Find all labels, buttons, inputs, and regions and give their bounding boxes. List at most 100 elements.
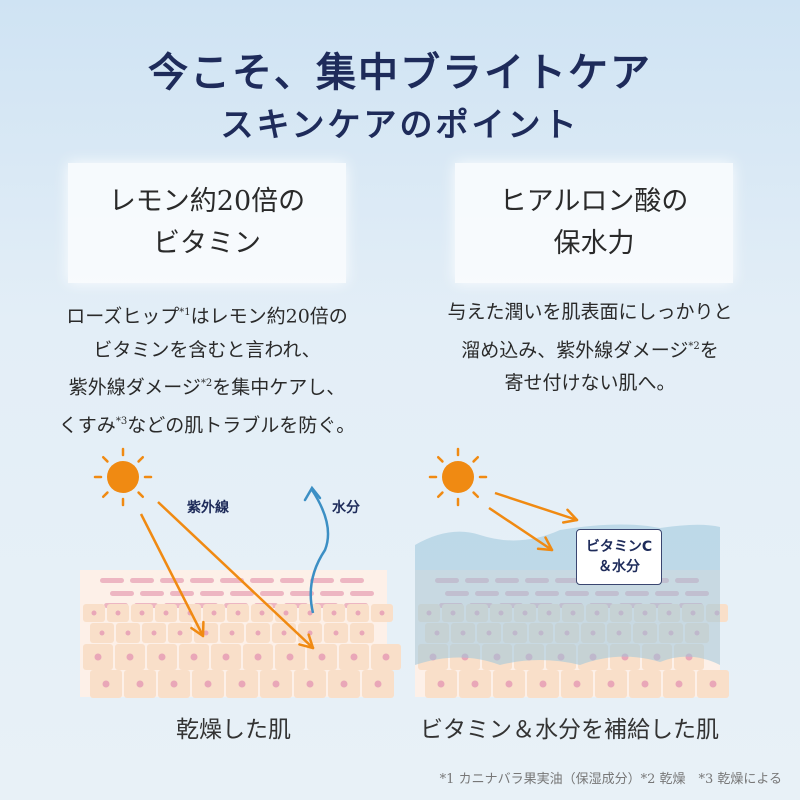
stratum-cell — [130, 578, 154, 583]
vitamin-water-badge: ビタミンC＆水分 — [576, 529, 662, 585]
cell-nucleus — [126, 653, 134, 661]
stratum-cell — [280, 578, 304, 583]
cell-nucleus — [505, 680, 513, 688]
cell-nucleus — [379, 610, 385, 616]
cell-nucleus — [125, 630, 131, 636]
cell-nucleus — [539, 680, 547, 688]
cell-nucleus — [158, 653, 166, 661]
cell-nucleus — [350, 653, 358, 661]
sun-icon — [107, 461, 139, 493]
point-box-hyaluronic: ヒアルロン酸の 保水力 — [455, 163, 733, 283]
uv-arrow — [139, 513, 205, 637]
sub-title: スキンケアのポイント — [220, 105, 580, 144]
cell-nucleus — [272, 680, 280, 688]
sun-ray — [101, 455, 109, 463]
cell-nucleus — [437, 680, 445, 688]
water-evaporation-arrow — [309, 489, 330, 614]
stratum-cell — [260, 591, 284, 596]
stratum-cell — [190, 578, 214, 583]
point-description-hyaluronic: 与えた潤いを肌表面にしっかりと 溜め込み、紫外線ダメージ*2を 寄せ付けない肌へ… — [447, 301, 733, 395]
cell-nucleus — [235, 610, 241, 616]
cell-nucleus — [709, 680, 717, 688]
cell-nucleus — [163, 610, 169, 616]
dry-skin-caption: 乾燥した肌 — [176, 717, 291, 743]
sun-ray — [137, 455, 145, 463]
cell-nucleus — [102, 680, 110, 688]
stratum-cell — [160, 578, 184, 583]
stratum-cell — [220, 578, 244, 583]
cell-nucleus — [281, 630, 287, 636]
stratum-cell — [140, 591, 164, 596]
cell-nucleus — [94, 653, 102, 661]
cell-nucleus — [306, 680, 314, 688]
uv-arrow-head — [566, 508, 579, 522]
cell-nucleus — [190, 653, 198, 661]
stratum-cell — [200, 591, 224, 596]
cell-nucleus — [99, 630, 105, 636]
sun-icon — [442, 461, 474, 493]
moisture-layer — [415, 524, 720, 665]
uv-arrow-head — [298, 643, 315, 650]
cell-nucleus — [151, 630, 157, 636]
uv-arrow-head — [544, 536, 554, 552]
water-arrow-head — [303, 485, 322, 502]
cell-nucleus — [573, 680, 581, 688]
cell-nucleus — [331, 610, 337, 616]
cell-nucleus — [675, 680, 683, 688]
point-box-vitamin: レモン約20倍の ビタミン — [68, 163, 346, 283]
cell-nucleus — [607, 680, 615, 688]
cell-nucleus — [340, 680, 348, 688]
cell-nucleus — [471, 680, 479, 688]
point-description-vitamin: ローズヒップ*1はレモン約20倍の ビタミンを含むと言われ、 紫外線ダメージ*2… — [58, 305, 356, 437]
cell-nucleus — [359, 630, 365, 636]
uv-arrow-head — [190, 626, 205, 638]
main-title: 今こそ、集中ブライトケア — [148, 49, 652, 96]
cell-nucleus — [333, 630, 339, 636]
cell-nucleus — [255, 630, 261, 636]
stratum-cell — [310, 578, 334, 583]
cell-nucleus — [211, 610, 217, 616]
hydrated-skin-caption: ビタミン＆水分を補給した肌 — [420, 717, 719, 743]
cell-nucleus — [355, 610, 361, 616]
cell-nucleus — [283, 610, 289, 616]
cell-nucleus — [139, 610, 145, 616]
uv-arrow — [157, 501, 314, 649]
cell-nucleus — [286, 653, 294, 661]
sun-ray — [472, 455, 480, 463]
sun-ray — [472, 491, 480, 499]
cell-nucleus — [641, 680, 649, 688]
sun-ray — [101, 491, 109, 499]
point-heading: レモン約20倍の — [108, 186, 306, 217]
cell-nucleus — [91, 610, 97, 616]
uv-arrow-head — [307, 633, 315, 650]
uv-label: 紫外線 — [187, 500, 229, 516]
footnote: *1 カニナバラ果実油（保湿成分）*2 乾燥 *3 乾燥による — [439, 772, 782, 787]
cell-nucleus — [238, 680, 246, 688]
cell-nucleus — [204, 680, 212, 688]
cell-nucleus — [222, 653, 230, 661]
point-heading: 保水力 — [553, 228, 635, 259]
uv-arrow-head — [536, 547, 554, 552]
cell-nucleus — [170, 680, 178, 688]
sun-ray — [436, 491, 444, 499]
cell-nucleus — [374, 680, 382, 688]
stratum-cell — [340, 578, 364, 583]
cell-nucleus — [254, 653, 262, 661]
uv-arrow — [488, 506, 553, 552]
sun-ray — [436, 455, 444, 463]
cell-nucleus — [307, 610, 313, 616]
stratum-cell — [290, 591, 314, 596]
stratum-cell — [320, 591, 344, 596]
cell-nucleus — [229, 630, 235, 636]
sun-ray — [137, 491, 145, 499]
cell-nucleus — [318, 653, 326, 661]
cell-nucleus — [136, 680, 144, 688]
point-heading: ビタミン — [153, 228, 261, 259]
cell-nucleus — [382, 653, 390, 661]
stratum-cell — [100, 578, 124, 583]
water-label: 水分 — [332, 500, 360, 516]
cell-nucleus — [115, 610, 121, 616]
point-heading: ヒアルロン酸の — [499, 186, 689, 217]
stratum-cell — [230, 591, 254, 596]
